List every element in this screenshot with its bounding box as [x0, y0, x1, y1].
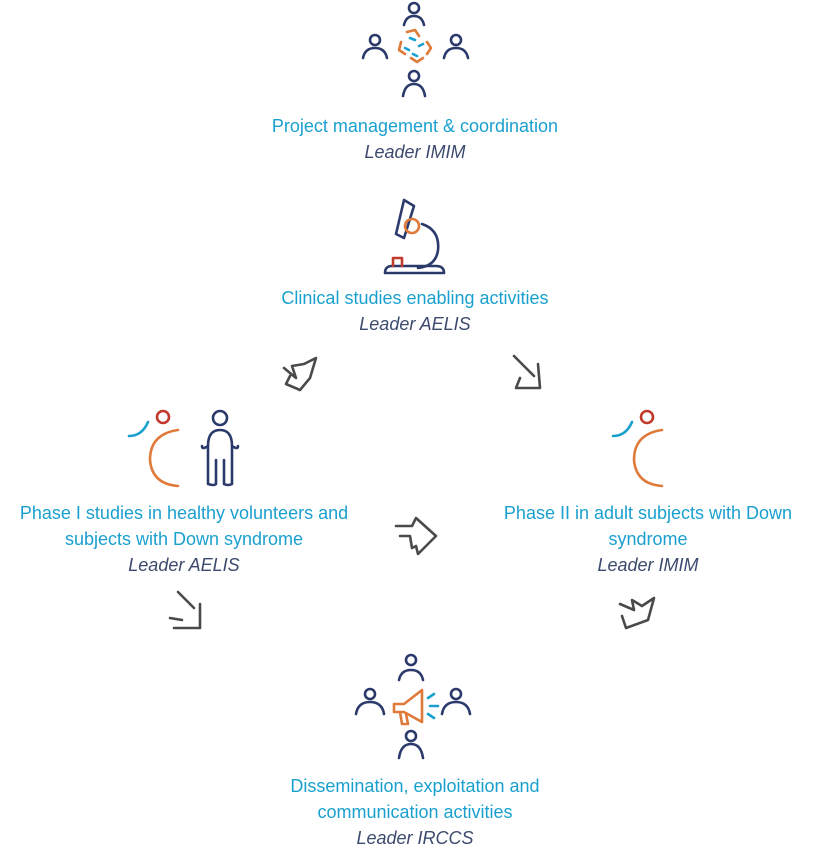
clinical-node: Clinical studies enabling activities Lea… [215, 285, 615, 337]
phase2-title-line1: Phase II in adult subjects with Down [503, 503, 793, 523]
clinical-title: Clinical studies enabling activities [281, 288, 549, 308]
microscope-icon [383, 198, 446, 275]
dissemination-node: Dissemination, exploitation and communic… [215, 773, 615, 851]
megaphone-team-icon [354, 653, 472, 760]
phase1-node: Phase I studies in healthy volunteers an… [0, 500, 368, 578]
phase1-title-line1: Phase I studies in healthy volunteers an… [19, 503, 349, 523]
dissemination-title-line1: Dissemination, exploitation and [290, 776, 540, 796]
project-node: Project management & coordination Leader… [215, 113, 615, 165]
team-coordination-icon [361, 1, 470, 98]
dissemination-leader: Leader IRCCS [356, 828, 474, 848]
arrow-icon [168, 590, 202, 630]
dissemination-title-line2: communication activities [317, 802, 513, 822]
adult-subject-icon [611, 409, 664, 488]
phase2-leader: Leader IMIM [597, 555, 699, 575]
phase2-title-line2: syndrome [608, 529, 688, 549]
arrow-icon [512, 354, 542, 390]
project-title: Project management & coordination [271, 116, 559, 136]
project-leader: Leader IMIM [364, 142, 466, 162]
arrow-icon [282, 356, 318, 392]
arrow-icon [618, 596, 656, 630]
phase1-leader: Leader AELIS [128, 555, 240, 575]
arrow-icon [394, 516, 438, 556]
phase2-node: Phase II in adult subjects with Down syn… [478, 500, 818, 578]
healthy-volunteer-icon [127, 409, 240, 488]
phase1-title-line2: subjects with Down syndrome [64, 529, 304, 549]
clinical-leader: Leader AELIS [359, 314, 471, 334]
